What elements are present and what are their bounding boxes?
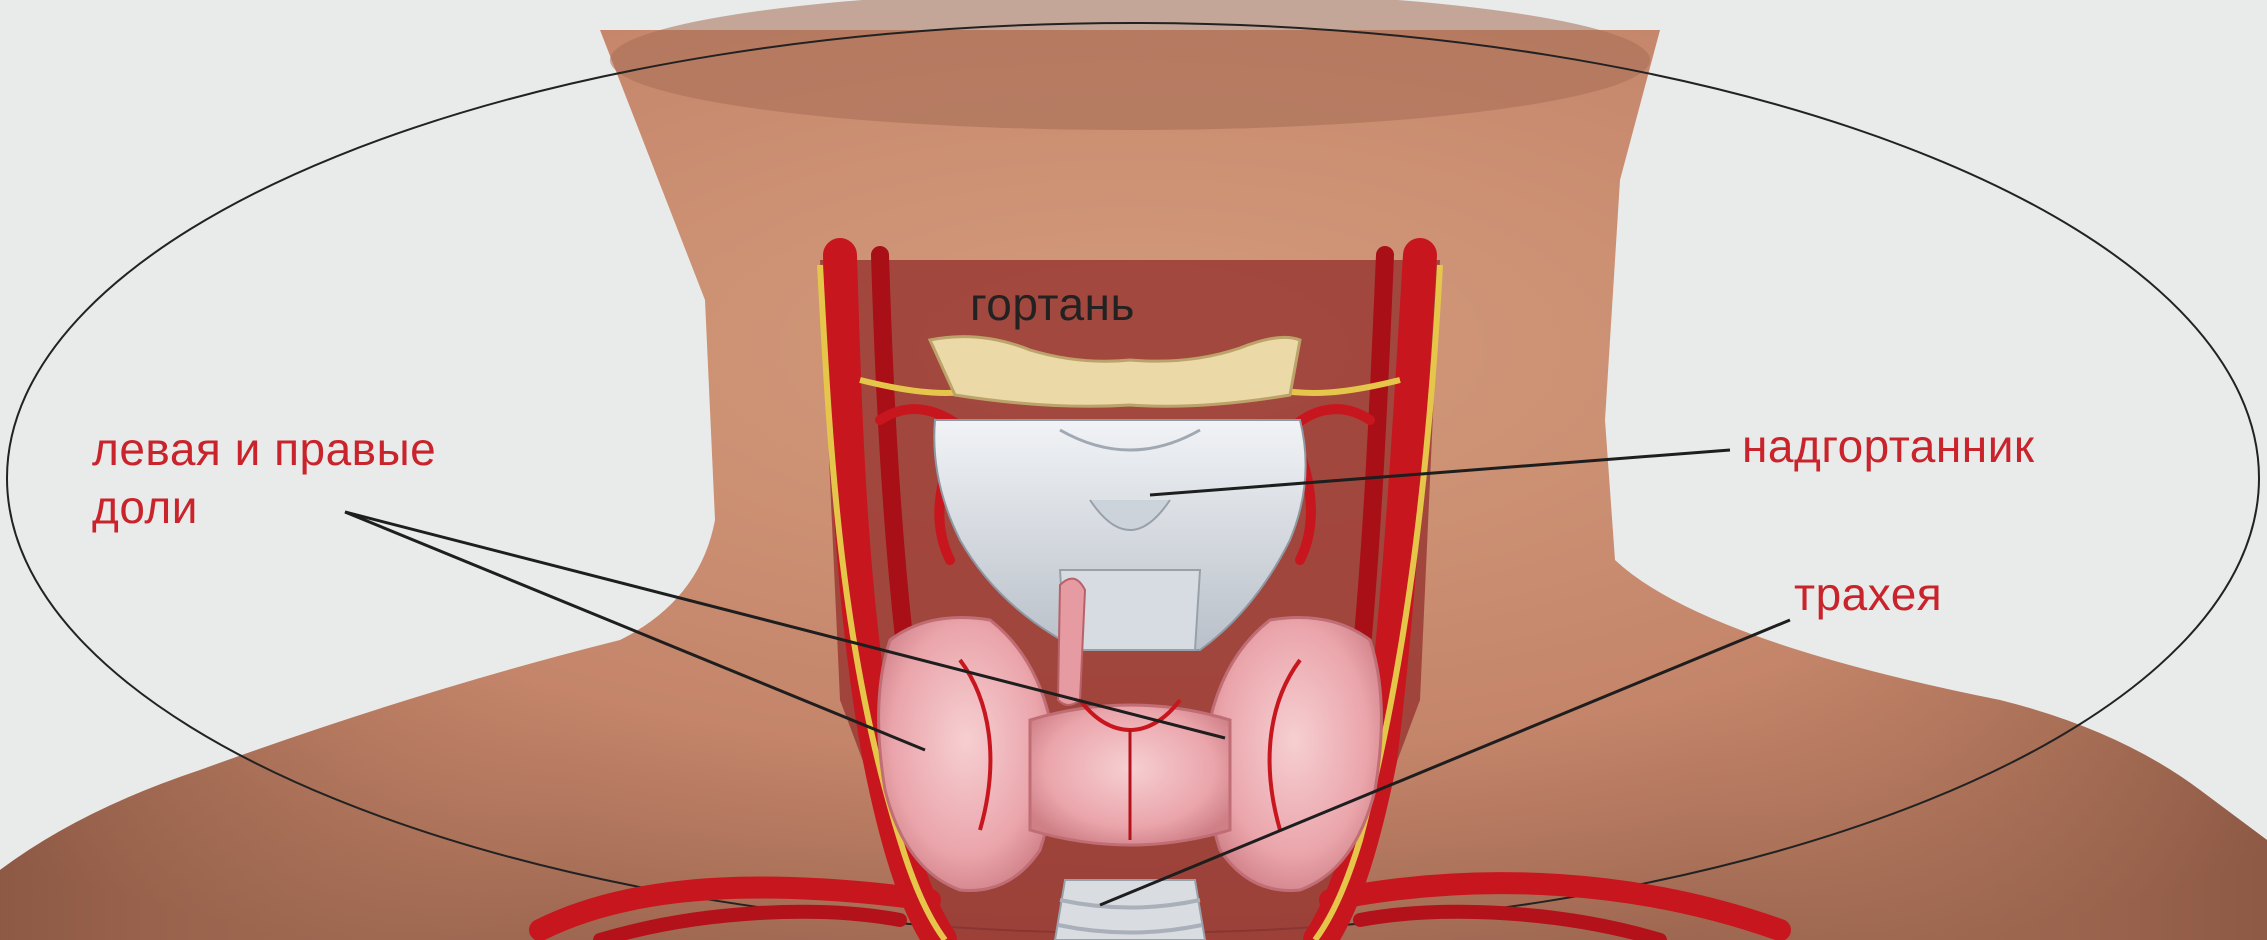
epiglottis-label: надгортанник: [1742, 418, 2035, 474]
larynx-label: гортань: [970, 276, 1135, 332]
trachea: [1055, 880, 1205, 940]
lobes-label-line2: доли: [92, 478, 436, 536]
lobes-label: левая и правые доли: [92, 420, 436, 536]
lobes-label-line1: левая и правые: [92, 420, 436, 478]
trachea-label: трахея: [1794, 566, 1942, 622]
